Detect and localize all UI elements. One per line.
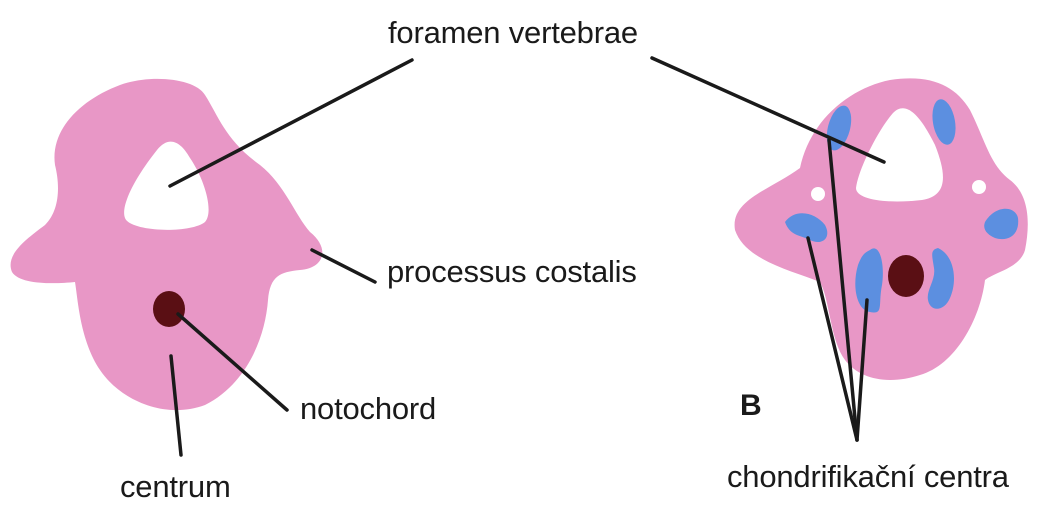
lateral-foramen-right [972, 180, 986, 194]
notochord-b [888, 255, 924, 297]
label-foramen-vertebrae: foramen vertebrae [388, 17, 638, 48]
vertebra-a [11, 79, 323, 410]
leader-line-processus-costalis [312, 250, 375, 282]
label-panel-b: B [740, 391, 761, 421]
vertebra-b-body [735, 78, 1028, 380]
label-processus-costalis: processus costalis [387, 256, 637, 287]
label-centrum: centrum [120, 471, 231, 502]
label-notochord: notochord [300, 393, 436, 424]
label-chondrification-centers: chondrifikační centra [727, 461, 1009, 492]
lateral-foramen-left [811, 187, 825, 201]
vertebra-b [735, 78, 1028, 380]
notochord-a [153, 291, 185, 327]
vertebra-a-body [11, 79, 323, 410]
